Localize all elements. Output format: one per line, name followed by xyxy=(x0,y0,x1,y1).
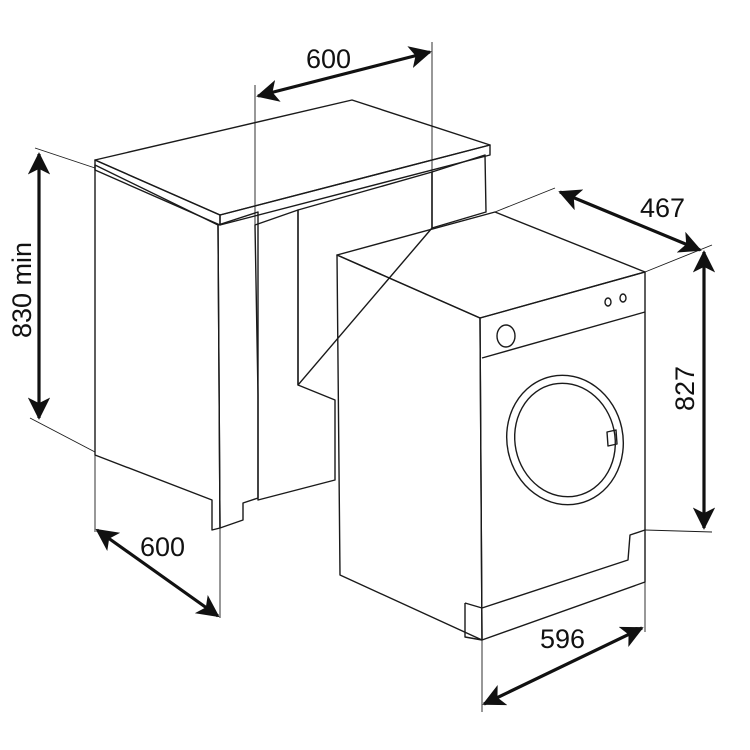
cabinet-worktop-edge xyxy=(94,159,221,226)
door-ring-icon xyxy=(505,374,625,506)
cabinet-worktop-edge-right xyxy=(219,144,491,226)
dimension-labels: 600 830 min 600 467 827 596 xyxy=(7,44,700,654)
cabinet-depth-label: 600 xyxy=(140,532,185,562)
appliance-front xyxy=(479,271,646,641)
appliance-height-label: 827 xyxy=(670,366,700,411)
extension-lines xyxy=(29,42,713,712)
control-panel-line xyxy=(481,311,646,359)
cabinet xyxy=(94,99,491,531)
cabinet-worktop xyxy=(94,99,491,216)
cabinet-width-arrow xyxy=(256,46,432,102)
appliance-width-arrow xyxy=(482,626,644,706)
door-handle-icon xyxy=(606,429,618,447)
cabinet-depth-arrow xyxy=(95,528,220,618)
control-knob-icon xyxy=(619,293,627,303)
cabinet-inner-wall xyxy=(297,171,433,386)
dimension-arrows xyxy=(27,46,716,706)
cabinet-left-panel xyxy=(94,164,221,531)
appliance-width-label: 596 xyxy=(540,624,585,654)
appliance-depth-arrow xyxy=(558,189,702,253)
cabinet-height-label: 830 min xyxy=(7,242,37,338)
washing-machine xyxy=(336,211,646,641)
door-glass-icon xyxy=(513,382,617,498)
cabinet-front-leg xyxy=(217,211,259,529)
appliance-depth-label: 467 xyxy=(640,193,685,223)
cabinet-width-label: 600 xyxy=(306,44,351,74)
control-knob-icon xyxy=(604,297,612,307)
program-dial-icon xyxy=(496,324,516,348)
appliance-top xyxy=(336,211,646,319)
appliance-plinth xyxy=(464,529,646,641)
